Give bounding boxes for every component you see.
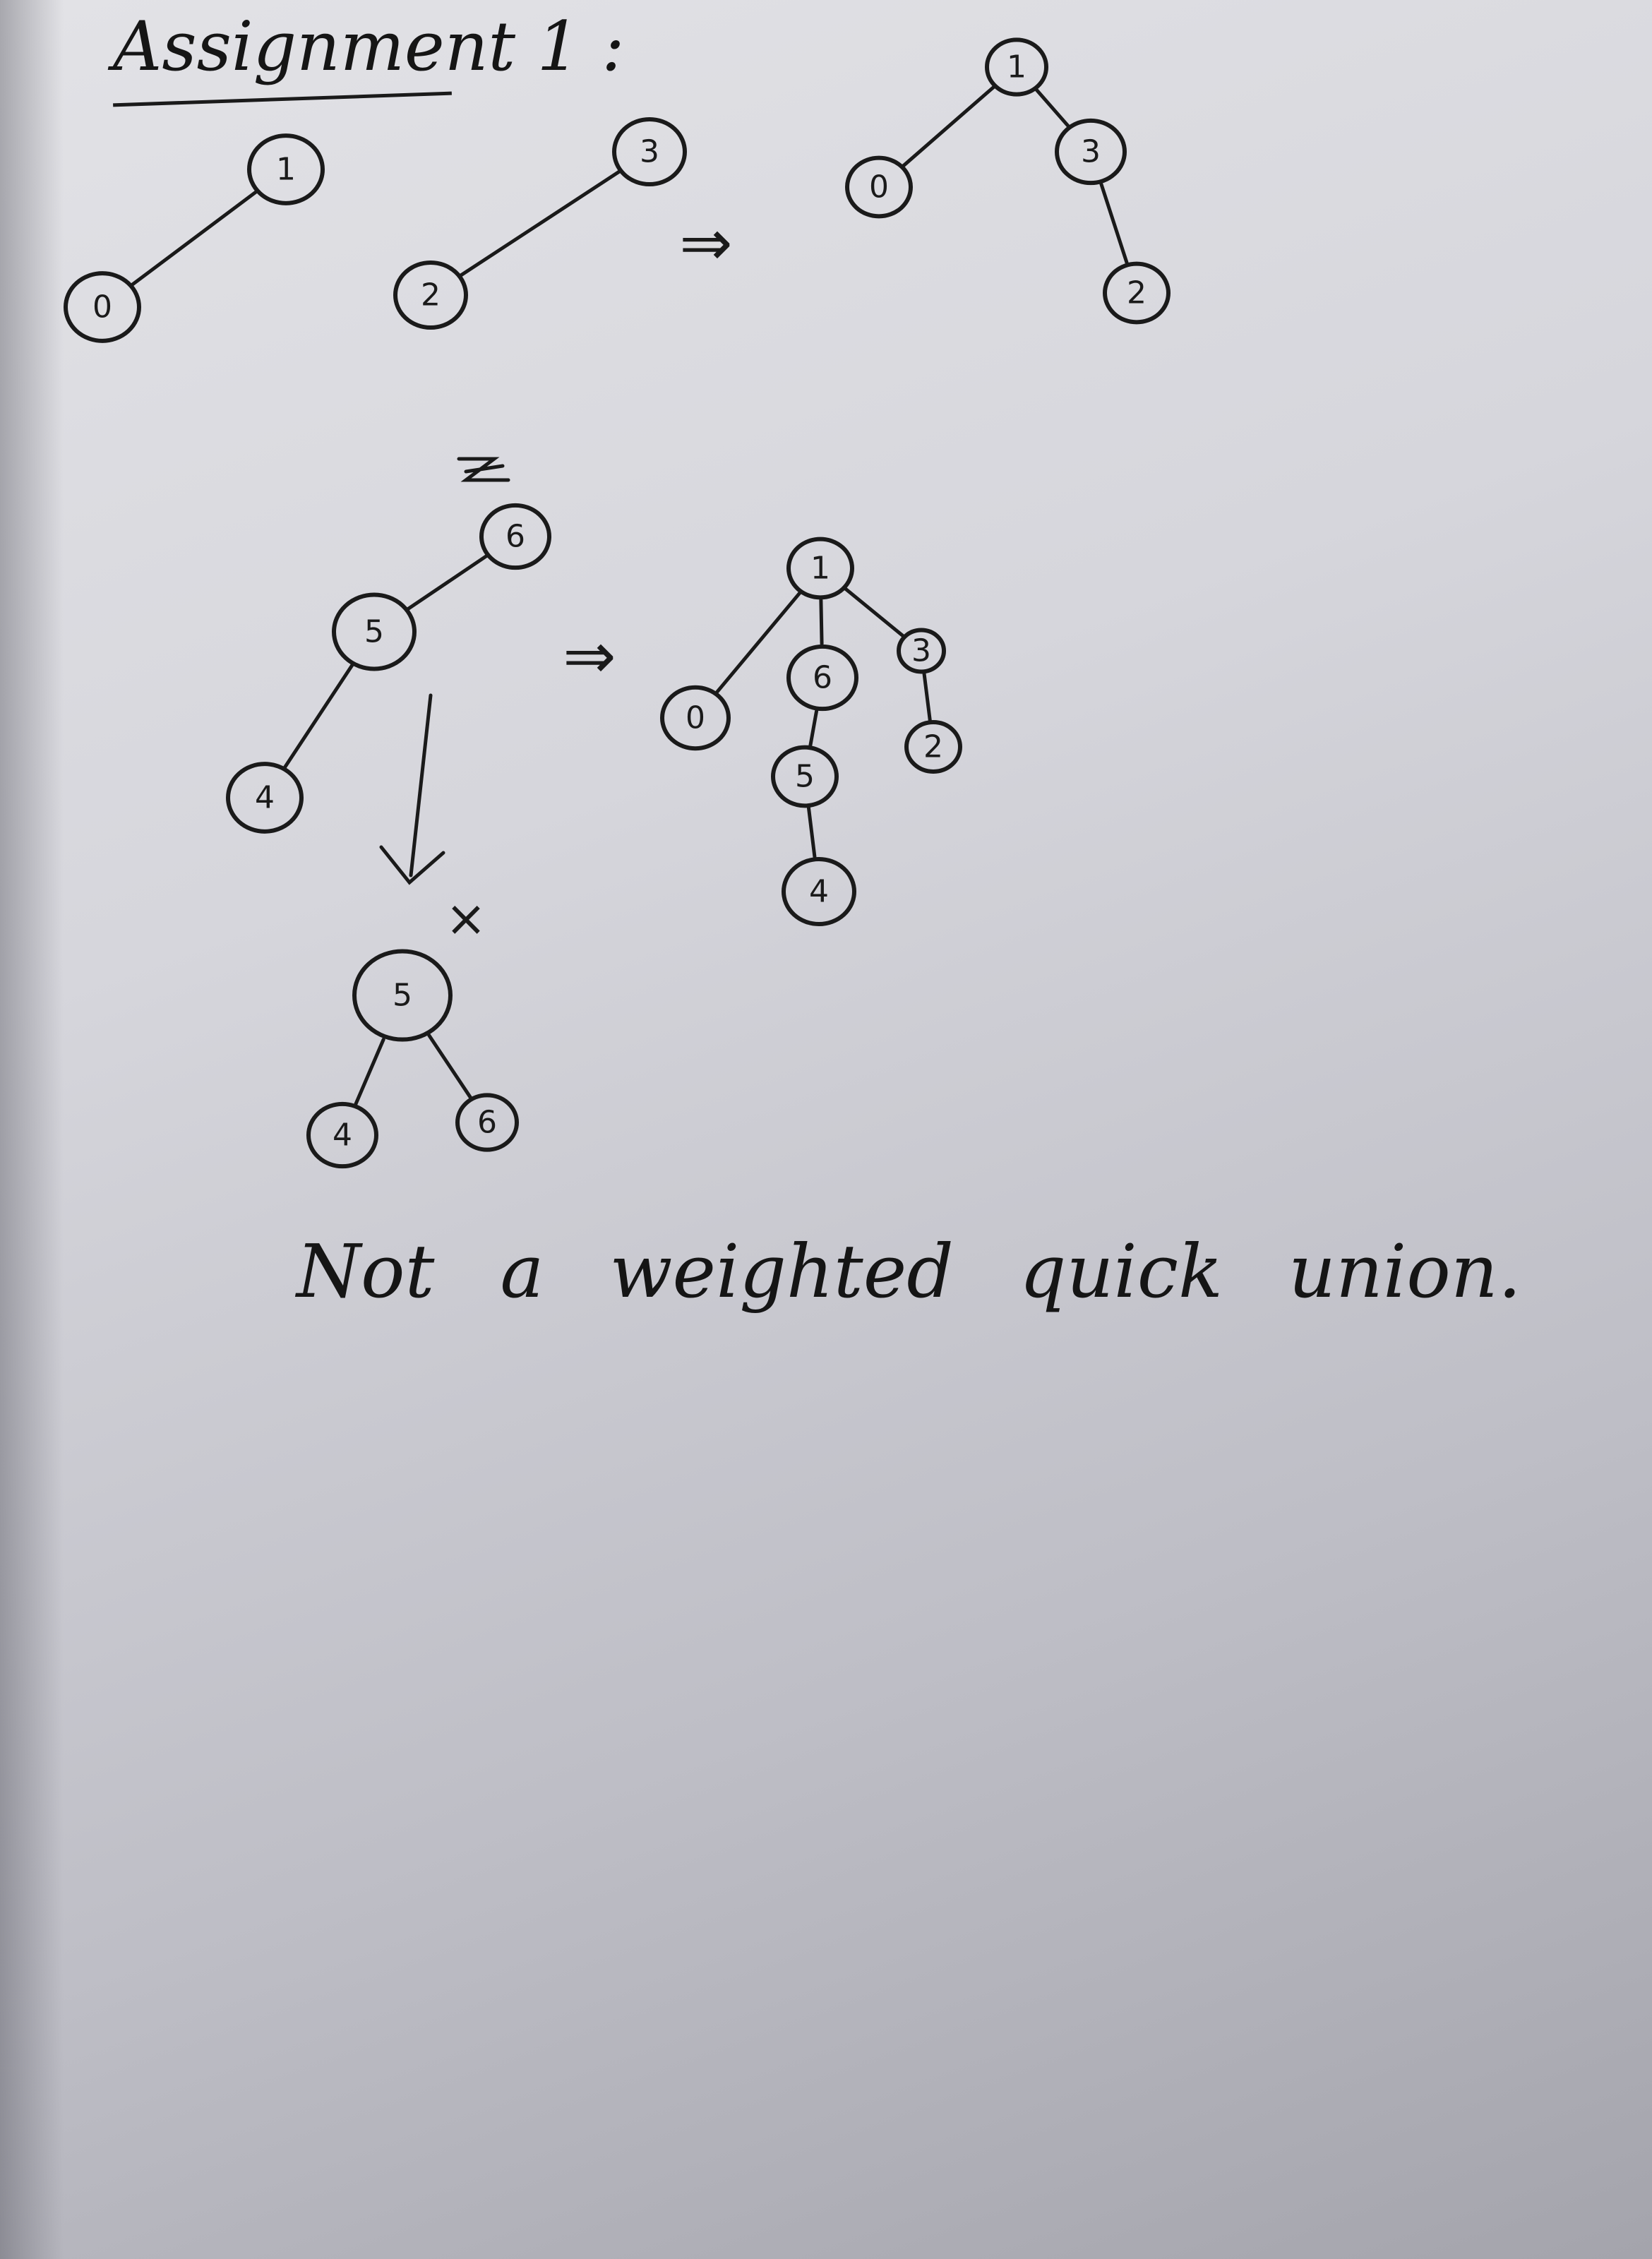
node-5-circle [352, 949, 453, 1042]
node-2-circle [1103, 261, 1171, 325]
node-0-label: 0 [92, 289, 112, 325]
caption-text: Not a weighted quick union. [297, 1228, 1521, 1314]
edge-6-5 [808, 709, 819, 748]
node-2-label: 2 [421, 277, 441, 313]
node-3-circle [612, 117, 687, 186]
node-3-circle [897, 628, 946, 674]
tree-crossed: 5 4 6 [306, 949, 519, 1169]
node-6-circle [455, 1093, 519, 1152]
cross-mark: × [445, 889, 487, 947]
node-2-label: 2 [1127, 275, 1147, 311]
node-4-label: 4 [809, 874, 829, 910]
tree-union-2: 1 0 6 3 5 2 4 [660, 537, 962, 926]
edge-5-6 [427, 1033, 473, 1100]
edge-1-3 [1034, 88, 1070, 128]
node-5-label: 5 [393, 978, 412, 1014]
node-6-label: 6 [505, 519, 525, 555]
node-0-circle [64, 271, 141, 343]
node-5-label: 5 [795, 759, 815, 795]
node-0-circle [845, 155, 913, 219]
tree-4-5-6: 6 5 4 [226, 503, 551, 834]
arrow-2: ⇒ [563, 619, 616, 693]
node-3-circle [1055, 118, 1127, 186]
node-3-label: 3 [1081, 134, 1101, 170]
node-5-label: 5 [364, 614, 384, 650]
node-5-circle [332, 592, 417, 671]
edge-5-4 [806, 806, 817, 858]
node-0-label: 0 [869, 169, 889, 205]
edge-5-4 [283, 664, 354, 769]
node-6-label: 6 [813, 660, 832, 696]
node-6-circle [786, 644, 858, 712]
tree-union-1: 1 0 3 2 [845, 37, 1171, 325]
scribble-mark [457, 457, 510, 482]
edge-1-6 [819, 598, 824, 646]
node-4-circle [782, 857, 856, 926]
node-6-label: 6 [477, 1105, 497, 1141]
edge-2-3 [458, 169, 622, 278]
edge-1-3 [843, 586, 906, 639]
node-3-label: 3 [911, 633, 931, 669]
node-4-circle [226, 762, 304, 834]
node-2-label: 2 [923, 729, 943, 765]
node-2-circle [904, 720, 962, 774]
node-2-circle [393, 260, 468, 330]
node-4-label: 4 [255, 780, 275, 816]
node-1-label: 1 [1007, 49, 1026, 85]
node-4-circle [306, 1101, 378, 1169]
node-0-circle [660, 685, 731, 751]
node-1-circle [985, 37, 1048, 97]
arrow-1: ⇒ [679, 206, 732, 280]
down-arrow [379, 693, 445, 885]
page-shadow [0, 0, 64, 2259]
node-3-label: 3 [640, 134, 659, 170]
edge-6-5 [405, 553, 489, 611]
node-1-label: 1 [810, 551, 830, 587]
edge-3-2 [922, 671, 932, 722]
edge-3-2 [1099, 182, 1129, 265]
node-1-label: 1 [276, 152, 296, 188]
node-1-circle [786, 537, 854, 600]
edge-1-0 [901, 85, 996, 168]
node-6-circle [479, 503, 551, 570]
node-0-label: 0 [686, 700, 705, 736]
edge-5-4 [354, 1037, 385, 1106]
tree-0-1: 01 [64, 133, 325, 343]
node-1-circle [247, 133, 325, 205]
node-5-circle [771, 745, 839, 808]
edge-1-0 [714, 591, 802, 695]
node-4-label: 4 [333, 1117, 352, 1154]
page-title: Assignment 1 : [113, 7, 625, 86]
tree-2-3: 23 [393, 117, 687, 330]
edge-0-1 [130, 189, 258, 287]
